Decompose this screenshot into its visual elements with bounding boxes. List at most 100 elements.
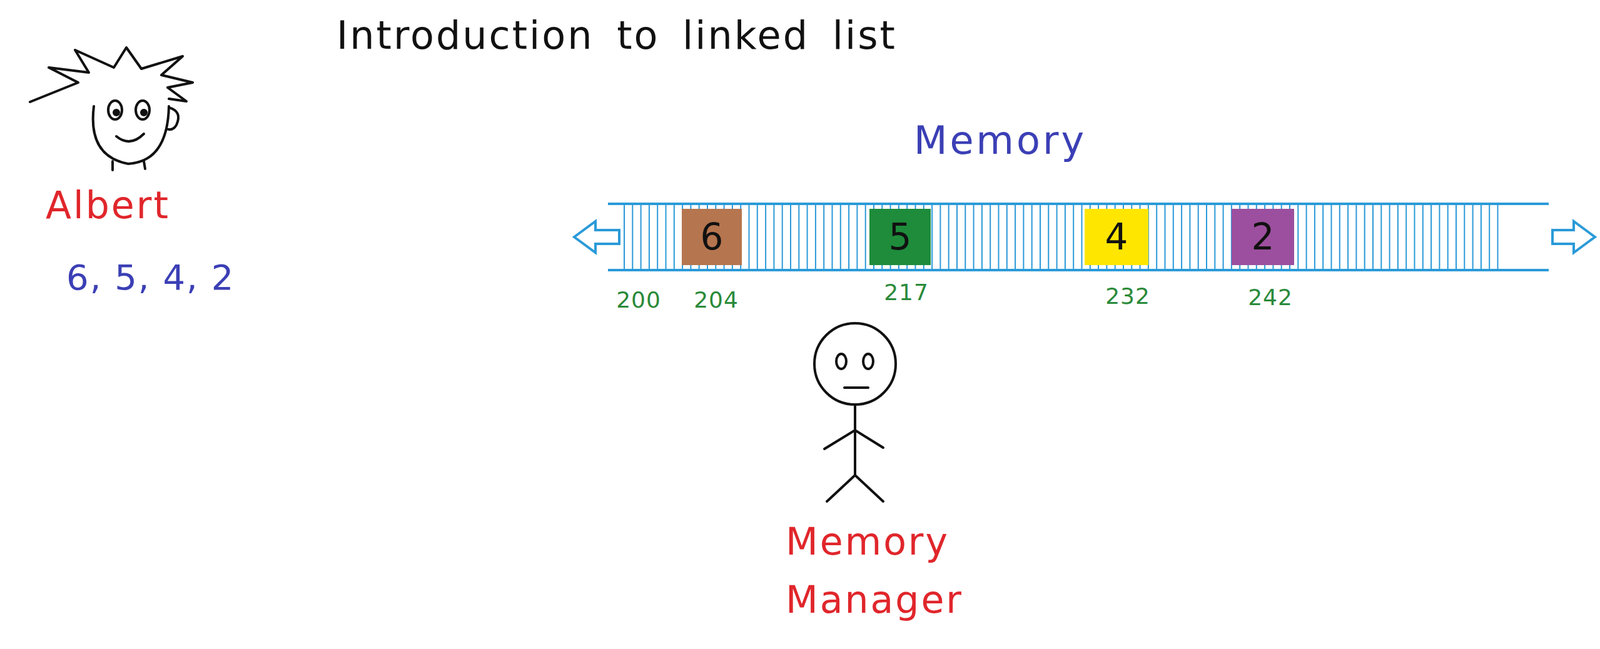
memory-slot bbox=[1056, 205, 1058, 269]
memory-slot bbox=[1197, 205, 1200, 269]
memory-slot bbox=[1205, 205, 1208, 269]
memory-slot bbox=[973, 205, 975, 269]
memory-slot bbox=[1488, 205, 1490, 269]
memory-slot bbox=[823, 205, 825, 269]
manager-arms bbox=[824, 430, 884, 450]
memory-heading: Memory bbox=[913, 117, 1087, 164]
memory-slot bbox=[1438, 205, 1440, 269]
memory-slot bbox=[1497, 205, 1499, 269]
memory-slot bbox=[815, 205, 817, 269]
person-name: Albert bbox=[45, 182, 171, 228]
memory-slot bbox=[673, 205, 675, 269]
memory-slot bbox=[1164, 205, 1166, 269]
strip-edge bbox=[607, 202, 1549, 206]
memory-slot bbox=[848, 205, 850, 269]
memory-slot bbox=[631, 205, 633, 269]
memory-slot bbox=[1397, 205, 1399, 269]
memory-slot bbox=[1306, 205, 1308, 269]
manager-eye bbox=[836, 354, 847, 370]
memory-slot bbox=[1331, 205, 1333, 269]
memory-slot bbox=[1006, 205, 1008, 269]
manager-legs bbox=[826, 475, 884, 502]
memory-slot bbox=[1347, 205, 1349, 269]
memory-slot bbox=[798, 205, 800, 269]
memory-strip bbox=[574, 203, 1595, 271]
memory-slot bbox=[1389, 205, 1391, 269]
memory-slot bbox=[1047, 205, 1049, 269]
memory-slot bbox=[656, 205, 659, 269]
memory-slot bbox=[865, 205, 867, 269]
memory-manager-figure bbox=[814, 323, 896, 502]
albert-face bbox=[30, 47, 193, 171]
albert-neck bbox=[112, 161, 146, 171]
memory-slot bbox=[1372, 205, 1374, 269]
cell-value: 5 bbox=[888, 218, 912, 256]
manager-name: Memory Manager bbox=[785, 512, 1049, 630]
memory-slot bbox=[1189, 205, 1191, 269]
memory-slot bbox=[1172, 205, 1175, 269]
memory-slot bbox=[1414, 205, 1416, 269]
albert-hair bbox=[30, 47, 193, 102]
memory-slot bbox=[773, 205, 775, 269]
memory-slot bbox=[789, 205, 792, 269]
memory-slot bbox=[1222, 205, 1225, 269]
memory-slot bbox=[1180, 205, 1183, 269]
cell-value: 6 bbox=[700, 218, 724, 256]
left-arrow bbox=[574, 221, 620, 253]
address: 200 bbox=[616, 286, 662, 314]
memory-slot bbox=[1214, 205, 1216, 269]
memory-slot bbox=[756, 205, 759, 269]
memory-slot bbox=[856, 205, 858, 269]
memory-slot bbox=[806, 205, 809, 269]
memory-slot bbox=[1447, 205, 1449, 269]
memory-slot bbox=[1064, 205, 1066, 269]
albert-pupil bbox=[141, 110, 147, 116]
title: Introduction to linked list bbox=[336, 12, 897, 59]
memory-slot bbox=[981, 205, 983, 269]
memory-slot bbox=[1031, 205, 1033, 269]
memory-slot bbox=[623, 205, 625, 269]
manager-body bbox=[853, 404, 857, 476]
memory-cell: 5 bbox=[869, 208, 931, 266]
address: 242 bbox=[1247, 283, 1293, 311]
albert-eye bbox=[108, 100, 122, 120]
address: 217 bbox=[883, 278, 929, 306]
memory-slot bbox=[748, 205, 750, 269]
memory-slot bbox=[1322, 205, 1324, 269]
memory-slot bbox=[1039, 205, 1041, 269]
memory-slot bbox=[1405, 205, 1407, 269]
memory-slot bbox=[1297, 205, 1299, 269]
memory-slot bbox=[939, 205, 941, 269]
memory-slot bbox=[840, 205, 842, 269]
memory-cell: 4 bbox=[1084, 208, 1149, 266]
memory-slot bbox=[665, 205, 667, 269]
memory-slot bbox=[764, 205, 767, 269]
memory-slot bbox=[781, 205, 784, 269]
address: 204 bbox=[693, 286, 739, 314]
albert-smile bbox=[116, 133, 144, 142]
memory-slot bbox=[1463, 205, 1465, 269]
memory-slot bbox=[831, 205, 834, 269]
cell-value: 4 bbox=[1105, 218, 1129, 256]
memory-slot bbox=[931, 205, 933, 269]
memory-slot bbox=[1339, 205, 1341, 269]
memory-slot bbox=[1380, 205, 1382, 269]
memory-slot bbox=[1472, 205, 1474, 269]
memory-slot bbox=[1072, 205, 1074, 269]
memory-slot bbox=[1014, 205, 1016, 269]
right-arrow bbox=[1552, 221, 1595, 253]
memory-slot bbox=[1314, 205, 1316, 269]
memory-slot bbox=[1081, 205, 1083, 269]
memory-slot bbox=[964, 205, 966, 269]
memory-slot bbox=[1480, 205, 1482, 269]
cell-value: 2 bbox=[1251, 218, 1275, 256]
memory-cell: 6 bbox=[681, 208, 742, 266]
albert-eye bbox=[135, 100, 150, 120]
memory-slot bbox=[648, 205, 650, 269]
memory-cell: 2 bbox=[1231, 208, 1295, 266]
albert-pupil bbox=[113, 110, 119, 116]
memory-slot bbox=[1022, 205, 1024, 269]
memory-slot bbox=[1455, 205, 1457, 269]
manager-mouth bbox=[844, 386, 869, 390]
memory-slot bbox=[989, 205, 991, 269]
